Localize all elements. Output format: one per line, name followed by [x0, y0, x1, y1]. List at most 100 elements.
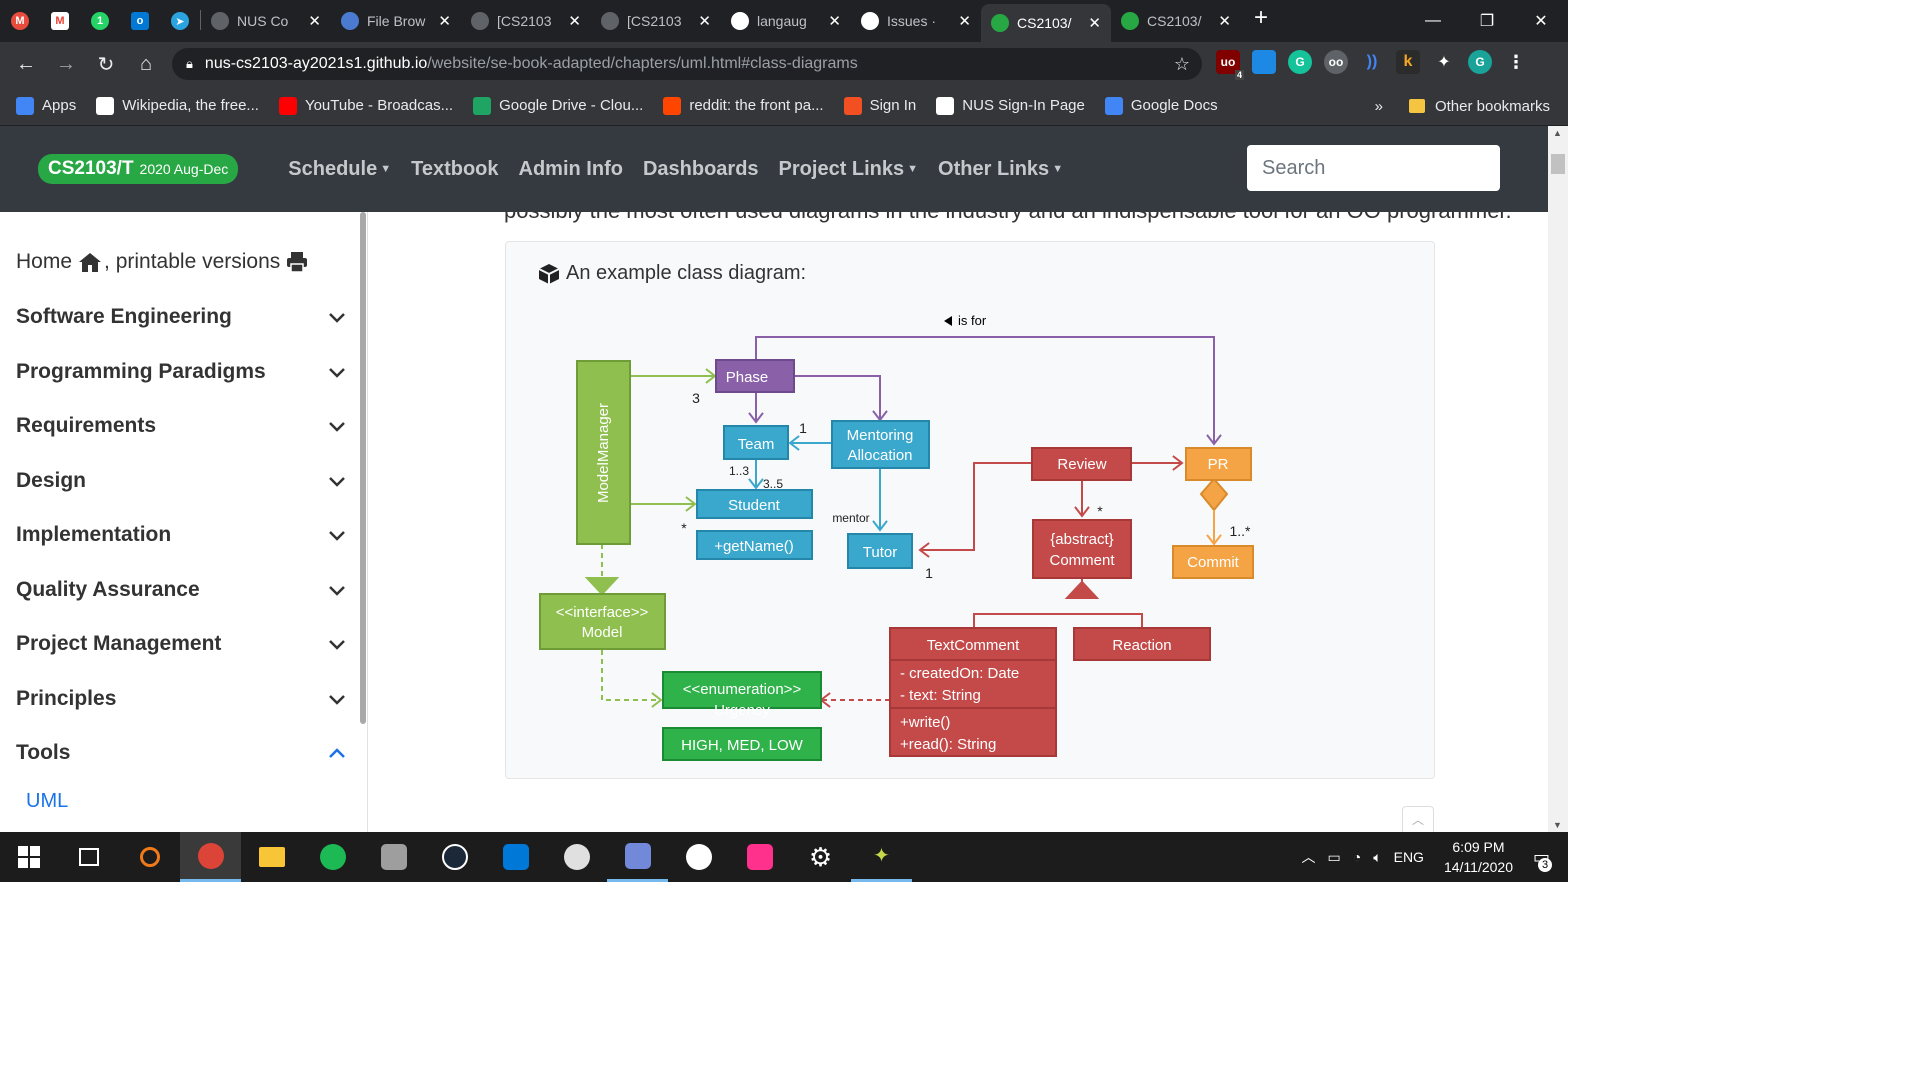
- chevron-down-icon[interactable]: [328, 363, 346, 381]
- settings-gear-icon[interactable]: ⚙: [808, 841, 833, 872]
- chevron-down-icon[interactable]: [328, 690, 346, 708]
- back-arrow-icon[interactable]: ←: [16, 52, 36, 75]
- chevron-down-icon[interactable]: [328, 308, 346, 326]
- nav-link[interactable]: Textbook: [411, 158, 498, 181]
- nav-link[interactable]: Dashboards: [643, 158, 759, 181]
- scroll-thumb[interactable]: [1551, 154, 1565, 174]
- task-view-icon[interactable]: [58, 832, 119, 882]
- sidebar-section[interactable]: Software Engineering: [16, 305, 346, 329]
- search-icon[interactable]: [119, 832, 180, 882]
- steam-icon[interactable]: [424, 832, 485, 882]
- close-tab-icon[interactable]: ✕: [1218, 13, 1231, 30]
- vscode-icon[interactable]: [485, 832, 546, 882]
- bookmark-item[interactable]: Apps: [16, 96, 76, 115]
- sidebar-section[interactable]: Tools: [16, 741, 346, 765]
- bookmark-item[interactable]: reddit: the front pa...: [663, 96, 824, 115]
- home-icon[interactable]: ⌂: [139, 52, 153, 75]
- chevron-up-icon[interactable]: [328, 744, 346, 762]
- file-explorer-icon[interactable]: [241, 832, 302, 882]
- other-bookmarks[interactable]: Other bookmarks: [1434, 97, 1550, 115]
- reload-icon[interactable]: ↻: [97, 53, 115, 76]
- sidebar-section[interactable]: Programming Paradigms: [16, 360, 346, 384]
- nav-link[interactable]: Project Links▼: [779, 158, 919, 181]
- sidebar-section[interactable]: Project Management: [16, 632, 346, 656]
- k-ext-icon[interactable]: k: [1396, 50, 1420, 74]
- zoom-search-app-icon[interactable]: [668, 832, 729, 882]
- sidebar-section[interactable]: Requirements: [16, 414, 346, 438]
- bookmark-item[interactable]: NUS Sign-In Page: [936, 96, 1085, 115]
- more-bookmarks-chevron[interactable]: »: [1374, 97, 1383, 115]
- nav-link[interactable]: Schedule▼: [288, 158, 391, 181]
- browser-tab[interactable]: File Brow✕: [331, 4, 461, 38]
- pinned-tab-gmail[interactable]: M: [40, 0, 80, 42]
- browser-tab[interactable]: [CS2103✕: [461, 4, 591, 38]
- close-tab-icon[interactable]: ✕: [828, 13, 841, 30]
- sidebar-section[interactable]: Implementation: [16, 523, 346, 547]
- pinned-tab-mail[interactable]: M: [0, 0, 40, 42]
- bookmark-item[interactable]: Sign In: [843, 96, 916, 115]
- sparkle-app-icon[interactable]: ✦: [851, 832, 912, 882]
- sidebar-section[interactable]: Design: [16, 469, 346, 493]
- battery-icon[interactable]: ▭: [1327, 848, 1341, 865]
- paint-app-icon[interactable]: [546, 832, 607, 882]
- browser-tab[interactable]: [CS2103✕: [591, 4, 721, 38]
- nav-link[interactable]: Admin Info: [519, 158, 623, 181]
- browser-tab[interactable]: CS2103/✕: [1111, 4, 1241, 38]
- close-tab-icon[interactable]: ✕: [568, 13, 581, 30]
- search-input[interactable]: [1247, 145, 1500, 191]
- scroll-up-icon[interactable]: ▲: [1553, 128, 1562, 138]
- restore-icon[interactable]: ❐: [1479, 13, 1495, 30]
- spotify-icon[interactable]: [302, 832, 363, 882]
- puzzle-extensions-icon[interactable]: ✦: [1437, 54, 1451, 71]
- home-link[interactable]: Home: [16, 250, 73, 273]
- notifications-icon[interactable]: ▭3: [1532, 846, 1552, 872]
- chevron-down-icon[interactable]: [328, 472, 346, 490]
- address-bar[interactable]: 🔒︎ nus-cs2103-ay2021s1.github.io/website…: [172, 48, 1202, 80]
- sidebar-scrollbar[interactable]: [360, 212, 366, 724]
- close-tab-icon[interactable]: ✕: [308, 13, 321, 30]
- close-window-icon[interactable]: ✕: [1534, 13, 1548, 30]
- windows-start-icon[interactable]: [0, 832, 58, 882]
- chevron-up-icon[interactable]: ︿: [1301, 849, 1316, 865]
- browser-tab[interactable]: CS2103/✕: [981, 4, 1111, 42]
- bookmark-item[interactable]: Wikipedia, the free...: [96, 96, 259, 115]
- browser-tab[interactable]: langaug✕: [721, 4, 851, 38]
- scroll-down-icon[interactable]: ▼: [1553, 820, 1562, 830]
- printable-link[interactable]: , printable versions: [104, 250, 281, 273]
- bookmark-item[interactable]: YouTube - Broadcas...: [278, 96, 453, 115]
- close-tab-icon[interactable]: ✕: [1088, 15, 1101, 32]
- screenshot-ext-icon[interactable]: [1252, 50, 1276, 74]
- browser-tab[interactable]: Issues ·✕: [851, 4, 981, 38]
- monitor-app-icon[interactable]: [363, 832, 424, 882]
- discord-icon[interactable]: [607, 832, 668, 882]
- chevron-down-icon[interactable]: [328, 526, 346, 544]
- scroll-to-top-button[interactable]: ︿: [1402, 806, 1434, 832]
- pinned-tab-telegram[interactable]: ➤: [160, 0, 200, 42]
- chevron-down-icon[interactable]: [328, 417, 346, 435]
- clock[interactable]: 6:09 PM 14/11/2020: [1444, 837, 1513, 877]
- bookmark-item[interactable]: Google Drive - Clou...: [473, 96, 643, 115]
- menu-kebab-icon[interactable]: ⋮: [1507, 51, 1525, 72]
- chevron-down-icon[interactable]: [328, 581, 346, 599]
- pinned-tab-outlook[interactable]: o: [120, 0, 160, 42]
- minimize-icon[interactable]: —: [1425, 12, 1441, 29]
- close-tab-icon[interactable]: ✕: [438, 13, 451, 30]
- owl-ext-icon[interactable]: oo: [1324, 50, 1348, 74]
- sidebar-section[interactable]: Principles: [16, 687, 346, 711]
- nav-link[interactable]: Other Links▼: [938, 158, 1063, 181]
- bookmark-star-icon[interactable]: ☆: [1173, 53, 1190, 74]
- close-tab-icon[interactable]: ✕: [698, 13, 711, 30]
- bookmark-item[interactable]: Google Docs: [1104, 96, 1218, 115]
- intellij-icon[interactable]: [729, 832, 790, 882]
- chevron-down-icon[interactable]: [328, 635, 346, 653]
- wifi-icon[interactable]: ◔: [1352, 849, 1362, 865]
- language-indicator[interactable]: ENG: [1393, 849, 1424, 865]
- chrome-taskbar-icon[interactable]: [180, 832, 241, 882]
- sidebar-section[interactable]: Quality Assurance: [16, 578, 346, 602]
- signal-ext-icon[interactable]: )): [1366, 53, 1378, 70]
- close-tab-icon[interactable]: ✕: [958, 13, 971, 30]
- forward-arrow-icon[interactable]: →: [56, 52, 76, 75]
- pinned-tab-whatsapp[interactable]: 1: [80, 0, 120, 42]
